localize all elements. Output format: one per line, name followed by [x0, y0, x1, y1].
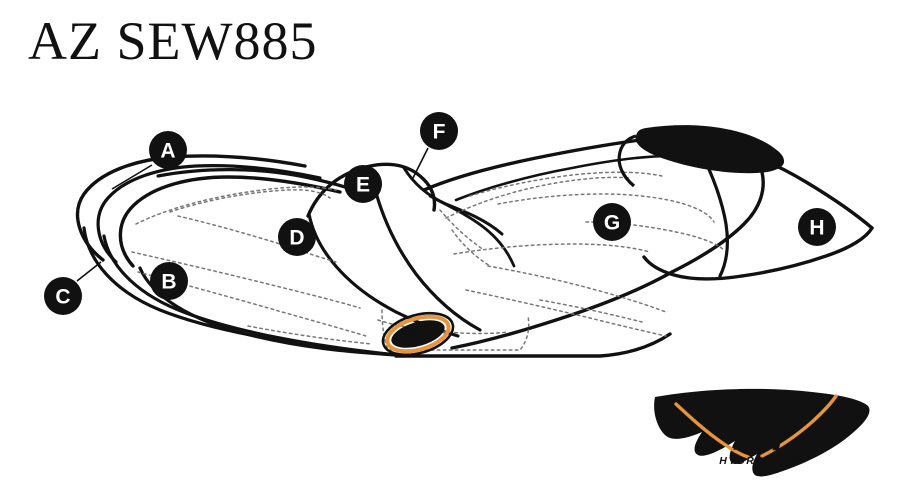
callout-d-circle[interactable] [278, 218, 316, 256]
stitch-g-5 [453, 243, 651, 255]
callout-g-circle[interactable] [593, 203, 631, 241]
stitch-g-6 [487, 265, 667, 313]
seat-lower-rail-b [102, 234, 400, 357]
leader-f [411, 147, 429, 181]
logo-wordmark: HYDRO-TURF [719, 455, 804, 467]
bolster-f-crease-2 [428, 194, 516, 268]
stitch-d-1 [135, 186, 337, 225]
rear-seat-g-inner-seam [454, 154, 674, 202]
rear-grab-trim-outline [617, 134, 637, 188]
tail-h-lower [642, 255, 744, 281]
seat-outline-group [75, 135, 874, 358]
rear-seat-g-right [670, 170, 765, 274]
callout-c-letter: C [55, 286, 70, 309]
logo-shield [654, 388, 870, 477]
rear-seat-g-bottom [450, 270, 674, 350]
callout-e-circle[interactable] [344, 165, 382, 203]
callout-h[interactable]: H [798, 208, 836, 246]
stitch-g-1 [445, 176, 631, 219]
seat-outer-rail-c [75, 154, 307, 262]
stitch-g-3 [497, 193, 715, 223]
stitch-f-1 [439, 209, 485, 251]
callout-b[interactable]: B [150, 262, 188, 300]
rear-grab-trim [635, 125, 785, 174]
callout-d[interactable]: D [278, 218, 316, 256]
hydro-turf-logo: HT HYDRO-TURF [654, 388, 870, 477]
callout-a[interactable]: A [149, 131, 187, 169]
callout-g-letter: G [604, 212, 620, 235]
stitch-d-4 [131, 251, 361, 309]
stitch-d-6 [247, 325, 373, 345]
leader-c [76, 261, 102, 282]
callout-g[interactable]: G [593, 203, 631, 241]
seat-nose-rail-b [96, 164, 322, 264]
logo-swoosh [674, 394, 838, 459]
callout-d-letter: D [289, 227, 304, 250]
rear-grab-trim-group [617, 125, 785, 188]
rear-seat-g-front [422, 138, 642, 192]
callout-b-circle[interactable] [150, 262, 188, 300]
logo-monogram: HT [733, 411, 795, 460]
callout-h-circle[interactable] [798, 208, 836, 246]
callout-f-circle[interactable] [420, 112, 458, 150]
callout-c-circle[interactable] [44, 277, 82, 315]
stitch-d-3 [177, 215, 337, 263]
stitch-g-7 [465, 289, 667, 337]
tail-h-tip [740, 226, 874, 278]
leader-a [111, 164, 153, 190]
callout-f-letter: F [433, 121, 446, 144]
seat-badge-body [391, 320, 445, 348]
callout-leader-group [76, 147, 429, 282]
stitch-d-2 [169, 189, 331, 213]
callout-b-letter: B [161, 271, 176, 294]
stitch-badge-box [381, 309, 530, 351]
page-title: AZ SEW885 [28, 11, 318, 71]
callout-e[interactable]: E [344, 165, 382, 203]
bolster-e-outer [306, 162, 437, 218]
stitch-g-2 [469, 171, 663, 197]
callout-h-letter: H [809, 217, 824, 240]
bolster-f-inner [370, 174, 482, 332]
tail-h-inner-fold [698, 148, 729, 278]
ht-seat-badge: HT [381, 311, 455, 357]
callout-f[interactable]: F [420, 112, 458, 150]
seat-lower-rail-c [82, 226, 398, 357]
callout-e-letter: E [356, 174, 370, 197]
callout-c[interactable]: C [44, 277, 82, 315]
seat-badge-outer-ring [381, 311, 455, 357]
seat-top-rail-a [118, 175, 342, 268]
seat-badge-accent-ring [385, 314, 451, 354]
callout-a-letter: A [160, 140, 175, 163]
seat-base-line [394, 332, 672, 358]
stitch-f-2 [451, 229, 491, 267]
callout-a-circle[interactable] [149, 131, 187, 169]
